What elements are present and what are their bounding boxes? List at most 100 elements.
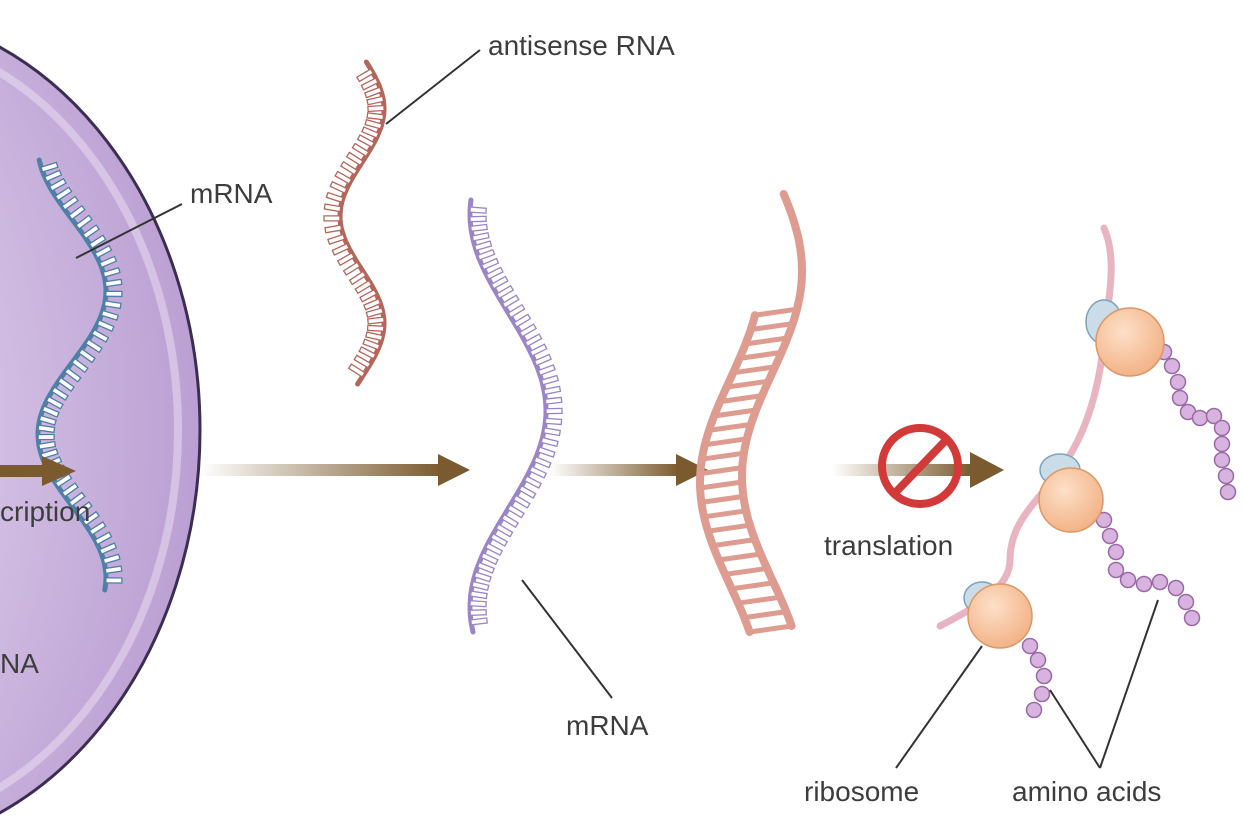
base-tooth xyxy=(105,577,123,584)
amino-acid xyxy=(1213,451,1231,469)
amino-acid xyxy=(1219,483,1237,501)
base-tooth xyxy=(365,307,384,318)
base-tooth xyxy=(366,324,385,332)
amino-acid xyxy=(1035,667,1053,685)
duplex-rung xyxy=(739,349,782,361)
strand-backbone xyxy=(35,157,109,593)
amino-acid xyxy=(1171,389,1189,407)
base-tooth xyxy=(533,456,552,469)
amino-acid xyxy=(1033,685,1051,703)
amino-acid xyxy=(1167,579,1185,597)
base-tooth xyxy=(545,407,563,415)
duplex-rung xyxy=(718,551,762,563)
duplex-rung xyxy=(749,623,793,635)
duplex-rung xyxy=(732,364,776,376)
duplex-rung xyxy=(703,508,747,520)
amino-acid xyxy=(1213,435,1231,453)
duplex-rung xyxy=(699,479,743,491)
base-tooth xyxy=(489,532,509,547)
base-tooth xyxy=(45,395,64,410)
base-tooth xyxy=(476,248,496,261)
base-tooth xyxy=(540,374,560,386)
translation-machinery xyxy=(936,224,1237,719)
ribosome xyxy=(1085,299,1165,377)
base-tooth xyxy=(537,446,556,458)
base-tooth xyxy=(98,255,118,269)
base-tooth xyxy=(100,309,120,321)
base-tooth xyxy=(68,204,86,221)
base-tooth xyxy=(480,257,500,271)
duplex-strand xyxy=(737,190,807,630)
amino-acid xyxy=(1213,419,1231,437)
base-tooth xyxy=(501,513,520,529)
base-tooth xyxy=(470,617,489,626)
amino-acid-leader-line-1 xyxy=(1049,689,1101,769)
export-arrow xyxy=(200,454,470,486)
hybridization-arrow xyxy=(550,454,708,486)
base-tooth xyxy=(40,448,59,460)
base-tooth xyxy=(518,484,537,499)
amino-acid xyxy=(1135,575,1153,593)
duplex-rung xyxy=(699,465,743,477)
amino-acid xyxy=(1183,609,1201,627)
base-tooth xyxy=(353,354,372,369)
amino-acid xyxy=(1119,571,1137,589)
base-tooth xyxy=(324,224,343,234)
ribosome-label: ribosome xyxy=(804,776,920,807)
duplex-rung xyxy=(701,450,745,462)
base-tooth xyxy=(542,427,562,437)
base-tooth xyxy=(360,77,379,91)
translation-label: translation xyxy=(824,530,954,561)
base-tooth xyxy=(96,319,115,333)
base-tooth xyxy=(362,298,382,311)
base-tooth xyxy=(102,553,121,565)
base-tooth xyxy=(366,95,385,106)
base-tooth xyxy=(507,303,526,319)
base-tooth xyxy=(528,465,548,479)
inhibition-icon xyxy=(878,424,962,508)
base-tooth xyxy=(331,242,350,256)
base-tooth xyxy=(469,590,488,600)
base-tooth xyxy=(543,385,562,396)
base-tooth xyxy=(37,433,55,441)
base-tooth xyxy=(471,231,490,242)
mrna-free-leader-line xyxy=(521,579,613,699)
base-tooth xyxy=(365,331,384,342)
nuclear-mrna-strand xyxy=(35,157,123,593)
base-tooth xyxy=(347,363,366,378)
duplex-rung xyxy=(737,594,781,606)
amino-acid xyxy=(1169,373,1187,391)
base-tooth xyxy=(38,440,57,450)
base-tooth xyxy=(334,170,353,185)
mrna-nucleus-label: mRNA xyxy=(190,178,273,209)
amino-acid-leader-line-2 xyxy=(1099,599,1159,769)
base-tooth xyxy=(506,504,525,519)
base-tooth xyxy=(50,386,69,401)
amino-acid xyxy=(1151,573,1169,591)
amino-acid xyxy=(1029,651,1047,669)
base-tooth xyxy=(469,609,487,616)
amino-acid xyxy=(1205,407,1223,425)
base-tooth xyxy=(480,552,499,566)
base-tooth xyxy=(469,600,487,608)
base-tooth xyxy=(523,475,543,489)
rna-duplex xyxy=(695,190,807,636)
base-tooth xyxy=(485,266,504,280)
base-tooth xyxy=(533,353,553,367)
base-tooth xyxy=(104,278,123,288)
base-tooth xyxy=(345,151,364,167)
duplex-rung xyxy=(707,522,751,534)
base-tooth xyxy=(48,177,67,192)
base-tooth xyxy=(537,364,556,376)
antisense-rna-label: antisense RNA xyxy=(488,30,675,61)
base-tooth xyxy=(469,223,488,233)
duplex-rung xyxy=(726,378,769,390)
base-tooth xyxy=(490,275,509,290)
base-tooth xyxy=(359,288,378,303)
base-tooth xyxy=(355,68,375,83)
nucleus xyxy=(0,45,202,815)
base-tooth xyxy=(364,118,383,130)
duplex-rung xyxy=(731,580,774,592)
base-tooth xyxy=(98,542,118,555)
